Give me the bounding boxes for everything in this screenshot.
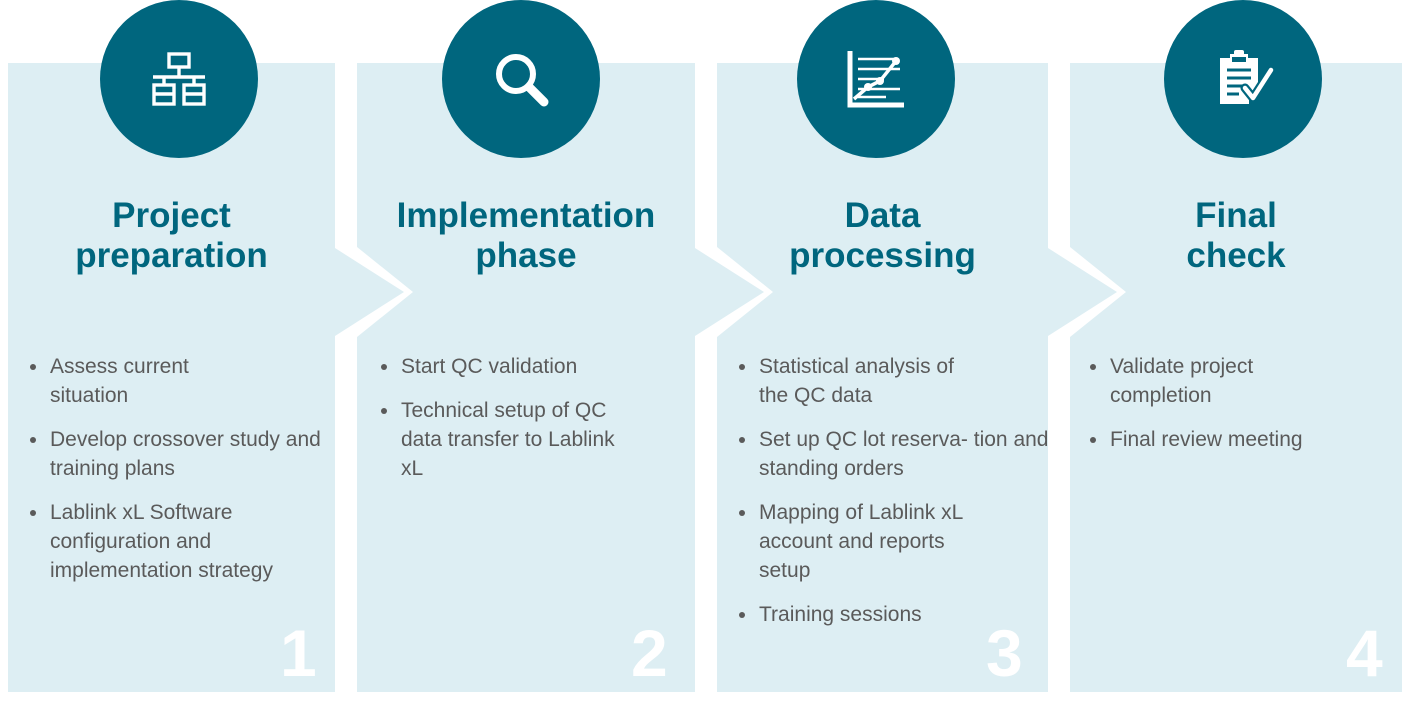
bullet-item: Develop crossover study and training pla… xyxy=(28,425,350,483)
step-2-title-line-2: phase xyxy=(475,236,577,275)
line-chart-icon xyxy=(847,51,904,108)
step-2-number: 2 xyxy=(631,616,668,690)
magnifier-icon xyxy=(496,54,549,107)
step-4-title-line-2: check xyxy=(1186,236,1286,275)
step-2-title-line-1: Implementation xyxy=(396,196,656,235)
step-1-icon-badge xyxy=(100,0,258,158)
step-4-title: Final check xyxy=(1070,196,1402,276)
step-panel-4 xyxy=(1070,63,1402,692)
step-2: Implementation phase Start QC validation… xyxy=(357,0,695,708)
step-4-bullet-list: Validate project completion Final review… xyxy=(1088,352,1388,469)
sitemap-icon xyxy=(152,52,206,106)
bullet-item: Final review meeting xyxy=(1088,425,1406,454)
step-1-bullet-list: Assess current situation Develop crossov… xyxy=(28,352,328,600)
bullet-item: Validate project completion xyxy=(1088,352,1330,410)
step-3-icon-badge xyxy=(797,0,955,158)
step-panel-1 xyxy=(8,63,404,692)
step-4-title-line-1: Final xyxy=(1195,196,1277,235)
step-3: Data processing Statistical analysis of … xyxy=(717,0,1048,708)
step-panel-2 xyxy=(357,63,764,692)
step-2-bullet-list: Start QC validation Technical setup of Q… xyxy=(379,352,679,498)
step-4-icon-badge xyxy=(1164,0,1322,158)
step-4-number: 4 xyxy=(1346,616,1383,690)
bullet-item: Training sessions xyxy=(737,600,999,629)
bullet-item: Start QC validation xyxy=(379,352,701,381)
bullet-item: Technical setup of QC data transfer to L… xyxy=(379,396,636,483)
bullet-item: Mapping of Lablink xL account and report… xyxy=(737,498,999,585)
step-3-number: 3 xyxy=(986,616,1023,690)
step-2-icon-badge xyxy=(442,0,600,158)
step-1-number: 1 xyxy=(280,616,317,690)
step-3-bullet-list: Statistical analysis of the QC data Set … xyxy=(737,352,1048,644)
bullet-item: Statistical analysis of the QC data xyxy=(737,352,979,410)
step-1-title: Project preparation xyxy=(8,196,335,276)
step-1-title-line-2: preparation xyxy=(75,236,268,275)
step-3-title: Data processing xyxy=(717,196,1048,276)
step-3-title-line-2: processing xyxy=(789,236,976,275)
step-1-title-line-1: Project xyxy=(112,196,231,235)
clipboard-check-icon xyxy=(1220,50,1274,104)
bullet-item: Assess current situation xyxy=(28,352,235,410)
bullet-item: Lablink xL Software configuration and im… xyxy=(28,498,285,585)
step-1: Project preparation Assess current situa… xyxy=(8,0,335,708)
step-panel-3 xyxy=(717,63,1117,692)
step-4: Final check Validate project completion … xyxy=(1070,0,1402,708)
step-3-title-line-1: Data xyxy=(844,196,921,235)
step-2-title: Implementation phase xyxy=(357,196,695,276)
bullet-item: Set up QC lot reserva- tion and standing… xyxy=(737,425,1059,483)
